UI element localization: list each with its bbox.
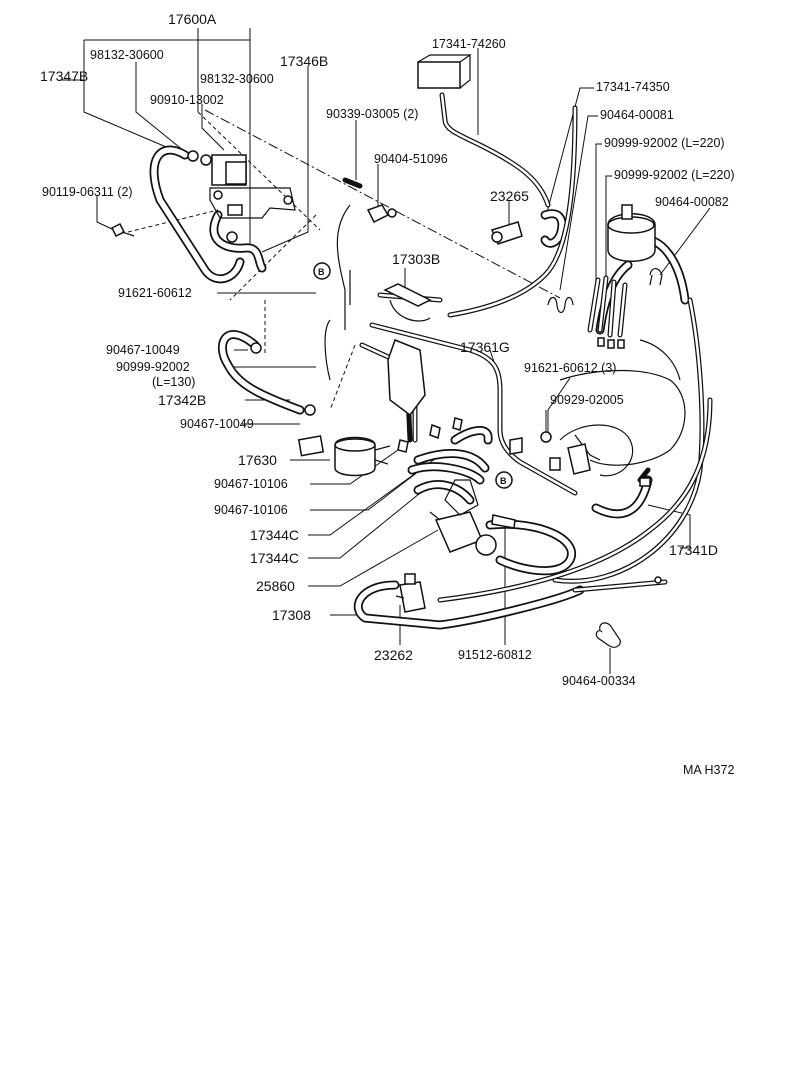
label-17341-74260: 17341-74260 [432,37,506,51]
label-90910-13002: 90910-13002 [150,93,224,107]
label-90929-02005: 90929-02005 [550,393,624,407]
label-23262: 23262 [374,647,413,663]
grommet-icon [540,431,552,443]
label-91621-60612-b: 91621-60612 (3) [524,361,616,375]
label-98132-30600-a: 98132-30600 [90,48,164,62]
spring-clip-icon [547,296,574,314]
label-90464-00334: 90464-00334 [562,674,636,688]
clip-icon [649,268,663,286]
components [110,54,663,648]
label-17600a: 17600A [168,11,217,27]
marker-b-circle [313,262,331,280]
label-17341d: 17341D [669,542,718,558]
label-98132-30600-b: 98132-30600 [200,72,274,86]
label-17341-74350: 17341-74350 [596,80,670,94]
marker-b-label: B [318,267,325,277]
clip-90464-00334-icon [595,622,621,648]
diagram-reference-code: MA H372 [683,763,734,777]
label-90999-92002-c-length: (L=130) [152,375,195,389]
clamp-icon [304,404,316,416]
label-25860: 25860 [256,578,295,594]
label-90999-92002-c: 90999-92002 [116,360,190,374]
label-17308: 17308 [272,607,311,623]
bracket-17303b [383,283,432,307]
label-17347b: 17347B [40,68,88,84]
clamp-icon [200,154,212,166]
fitting-90404-icon [366,204,390,224]
label-23265: 23265 [490,188,529,204]
label-90404-51096: 90404-51096 [374,152,448,166]
part-17341-74260-box [417,61,461,89]
label-90464-00081: 90464-00081 [600,108,674,122]
label-91512-60812: 91512-60812 [458,648,532,662]
clamp-icon [226,231,238,243]
label-17346b: 17346B [280,53,328,69]
label-17630: 17630 [238,452,277,468]
label-90467-10106-a: 90467-10106 [214,477,288,491]
reference-lines [127,109,561,411]
label-90467-10049-a: 90467-10049 [106,343,180,357]
label-17344c-b: 17344C [250,550,299,566]
label-17342b: 17342B [158,392,206,408]
label-17361g: 17361G [460,339,510,355]
label-91621-60612-a: 91621-60612 [118,286,192,300]
clamp-icon [250,342,262,354]
label-90339-03005: 90339-03005 (2) [326,107,418,121]
part-labels: 17600A 98132-30600 17346B 17347B 98132-3… [40,11,735,777]
marker-b-label: B [500,476,507,486]
bolt-icon [110,222,126,238]
label-90467-10106-b: 90467-10106 [214,503,288,517]
label-90119-06311: 90119-06311 (2) [42,185,133,199]
label-90464-00082: 90464-00082 [655,195,729,209]
clamp-icon [187,150,199,162]
bolt-91512-icon [491,514,516,529]
label-90999-92002-a: 90999-92002 (L=220) [604,136,725,150]
hoses [149,145,690,630]
label-17303b: 17303B [392,251,440,267]
fitting-23262 [399,581,426,613]
label-90467-10049-b: 90467-10049 [180,417,254,431]
vsv-25860 [434,511,483,553]
engine-outline [324,204,686,477]
marker-b-circle [495,471,513,489]
label-17344c-a: 17344C [250,527,299,543]
label-90999-92002-b: 90999-92002 (L=220) [614,168,735,182]
